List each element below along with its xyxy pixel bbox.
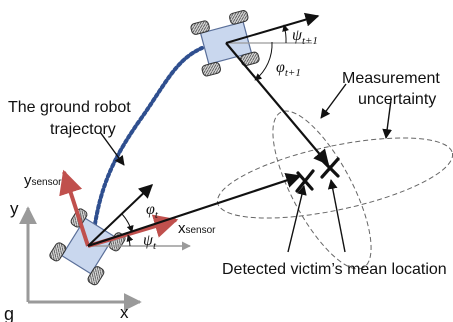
measurement-vector-bottom: [87, 173, 302, 248]
measurement-uncertainty-label-2: uncertainty: [358, 91, 436, 108]
victim-estimate-crosses: [295, 157, 340, 193]
uncertainty-ellipses: [216, 110, 453, 270]
trajectory-callout-arrow: [99, 131, 125, 166]
trajectory-label-2: trajectory: [50, 121, 116, 138]
global-frame-label: g: [4, 304, 14, 322]
psi-arc-top: [282, 24, 290, 44]
psi-top-label: ψt+1: [292, 27, 318, 47]
robot-top-wheel: [201, 61, 221, 77]
heading-arrow-bottom: [87, 184, 154, 247]
global-frame: y x g: [4, 199, 142, 322]
measurement-vector-top: [225, 42, 329, 166]
sensor-y-axis: [59, 169, 90, 247]
uncertainty-callout-arrow-2: [382, 99, 393, 139]
phi-arc-bottom: [121, 213, 134, 233]
trajectory-label-1: The ground robot: [8, 99, 131, 116]
robot-bottom-wheel: [49, 242, 67, 262]
global-x-label: x: [120, 303, 129, 322]
measurement-uncertainty-label-1: Measurement: [342, 70, 440, 87]
detected-location-label: Detected victim’s mean location: [222, 261, 447, 278]
phi-bottom-label: φt: [146, 201, 159, 221]
robot-top-wheel: [229, 10, 249, 25]
heading-arrow-top: [225, 12, 320, 44]
detected-callout-arrow-2: [327, 179, 346, 253]
uncertainty-ellipse-wide: [216, 137, 453, 219]
sensor-y-label: ysensor: [24, 172, 62, 189]
phi-arc-top: [254, 41, 273, 81]
psi-bottom-label: ψt: [143, 232, 157, 252]
uncertainty-ellipse-tall: [272, 110, 372, 270]
uncertainty-callout-arrow-1: [320, 83, 347, 119]
sensor-x-label: xsensor: [178, 220, 216, 237]
psi-arc-bottom: [126, 234, 134, 247]
global-y-label: y: [10, 199, 19, 218]
robot-top-wheel: [190, 20, 210, 35]
cross-marker-right: [320, 157, 340, 179]
cross-marker-left: [295, 169, 315, 193]
detected-callout-arrow-1: [287, 185, 307, 253]
robot-trajectory: [90, 46, 204, 248]
phi-top-label: φt+1: [276, 59, 301, 79]
robot-bottom-wheel: [87, 266, 105, 286]
